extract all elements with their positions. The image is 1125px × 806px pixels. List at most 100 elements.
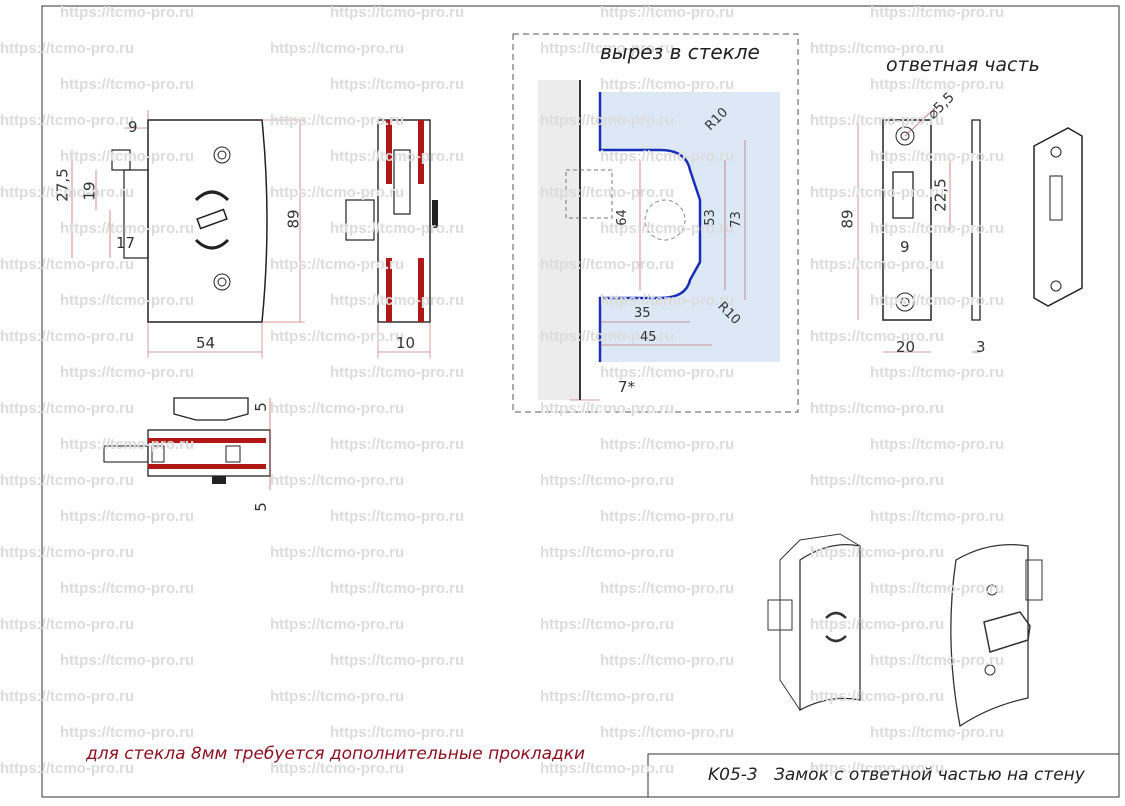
watermark-text: https://tcmo-pro.ru bbox=[810, 760, 945, 777]
watermark-text: https://tcmo-pro.ru bbox=[870, 652, 1005, 669]
dim-53: 53 bbox=[702, 209, 718, 226]
watermark-text: https://tcmo-pro.ru bbox=[270, 616, 405, 633]
top-view bbox=[103, 397, 271, 490]
watermark-text: https://tcmo-pro.ru bbox=[270, 112, 405, 129]
title-block bbox=[647, 753, 1120, 798]
watermark-text: https://tcmo-pro.ru bbox=[810, 40, 945, 57]
dim-17: 17 bbox=[116, 234, 136, 252]
watermark-text: https://tcmo-pro.ru bbox=[0, 688, 135, 705]
watermark-text: https://tcmo-pro.ru bbox=[870, 436, 1005, 453]
watermark-text: https://tcmo-pro.ru bbox=[810, 544, 945, 561]
watermark-text: https://tcmo-pro.ru bbox=[330, 364, 465, 381]
product-name: Замок с ответной частью на стену bbox=[773, 765, 1085, 785]
watermark-text: https://tcmo-pro.ru bbox=[810, 400, 945, 417]
dim-89-strike: 89 bbox=[838, 209, 857, 229]
watermark-text: https://tcmo-pro.ru bbox=[600, 580, 735, 597]
watermark-text: https://tcmo-pro.ru bbox=[330, 724, 465, 741]
watermark-text: https://tcmo-pro.ru bbox=[270, 472, 405, 489]
watermark-text: https://tcmo-pro.ru bbox=[810, 688, 945, 705]
glass-cutout-label: вырез в стекле bbox=[600, 40, 760, 64]
watermark-text: https://tcmo-pro.ru bbox=[270, 40, 405, 57]
dim-73: 73 bbox=[728, 211, 744, 228]
product-code: K05-3 bbox=[708, 765, 758, 785]
watermark-text: https://tcmo-pro.ru bbox=[810, 112, 945, 129]
watermark-text: https://tcmo-pro.ru bbox=[0, 760, 135, 777]
watermark-text: https://tcmo-pro.ru bbox=[60, 220, 195, 237]
strike-plate-view bbox=[857, 107, 1083, 353]
watermark-text: https://tcmo-pro.ru bbox=[540, 256, 675, 273]
glass-8mm-note: для стекла 8мм требуется дополнительные … bbox=[86, 744, 586, 764]
watermark-text: https://tcmo-pro.ru bbox=[870, 580, 1005, 597]
watermark-text: https://tcmo-pro.ru bbox=[0, 472, 135, 489]
dim-5-bottom: 5 bbox=[251, 502, 270, 512]
watermark-text: https://tcmo-pro.ru bbox=[330, 292, 465, 309]
watermark-text: https://tcmo-pro.ru bbox=[270, 400, 405, 417]
dim-7: 7* bbox=[618, 378, 636, 396]
watermark-text: https://tcmo-pro.ru bbox=[810, 256, 945, 273]
glass-cutout-view bbox=[512, 33, 799, 413]
side-view bbox=[345, 119, 438, 358]
dim-35: 35 bbox=[634, 306, 651, 321]
watermark-text: https://tcmo-pro.ru bbox=[0, 40, 135, 57]
watermark-text: https://tcmo-pro.ru bbox=[540, 328, 675, 345]
watermark-text: https://tcmo-pro.ru bbox=[540, 40, 675, 57]
watermark-text: https://tcmo-pro.ru bbox=[0, 256, 135, 273]
sheet-frame bbox=[41, 5, 1120, 798]
watermark-text: https://tcmo-pro.ru bbox=[870, 292, 1005, 309]
watermark-text: https://tcmo-pro.ru bbox=[870, 724, 1005, 741]
watermark-text: https://tcmo-pro.ru bbox=[810, 328, 945, 345]
watermark-text: https://tcmo-pro.ru bbox=[0, 184, 135, 201]
watermark-text: https://tcmo-pro.ru bbox=[330, 76, 465, 93]
watermark-text: https://tcmo-pro.ru bbox=[0, 544, 135, 561]
watermark-text: https://tcmo-pro.ru bbox=[60, 436, 195, 453]
watermark-text: https://tcmo-pro.ru bbox=[330, 652, 465, 669]
watermark-text: https://tcmo-pro.ru bbox=[540, 616, 675, 633]
watermark-text: https://tcmo-pro.ru bbox=[60, 724, 195, 741]
watermark-text: https://tcmo-pro.ru bbox=[60, 4, 195, 21]
watermark-text: https://tcmo-pro.ru bbox=[870, 364, 1005, 381]
watermark-text: https://tcmo-pro.ru bbox=[270, 256, 405, 273]
dim-45: 45 bbox=[640, 330, 657, 345]
title-block-text: K05-3 Замок с ответной частью на стену bbox=[708, 765, 1085, 785]
watermark-text: https://tcmo-pro.ru bbox=[600, 148, 735, 165]
watermark-text: https://tcmo-pro.ru bbox=[540, 184, 675, 201]
watermark-text: https://tcmo-pro.ru bbox=[0, 112, 135, 129]
watermark-text: https://tcmo-pro.ru bbox=[330, 220, 465, 237]
watermark-text: https://tcmo-pro.ru bbox=[600, 4, 735, 21]
watermark-text: https://tcmo-pro.ru bbox=[600, 508, 735, 525]
watermark-text: https://tcmo-pro.ru bbox=[810, 184, 945, 201]
watermark-text: https://tcmo-pro.ru bbox=[330, 148, 465, 165]
dim-89: 89 bbox=[284, 209, 303, 229]
watermark-text: https://tcmo-pro.ru bbox=[330, 580, 465, 597]
watermark-text: https://tcmo-pro.ru bbox=[600, 436, 735, 453]
watermark-text: https://tcmo-pro.ru bbox=[270, 544, 405, 561]
watermark-text: https://tcmo-pro.ru bbox=[870, 76, 1005, 93]
watermark-text: https://tcmo-pro.ru bbox=[60, 364, 195, 381]
watermark-text: https://tcmo-pro.ru bbox=[330, 4, 465, 21]
iso-view-front bbox=[767, 533, 861, 712]
watermark-text: https://tcmo-pro.ru bbox=[0, 400, 135, 417]
watermark-text: https://tcmo-pro.ru bbox=[60, 580, 195, 597]
watermark-text: https://tcmo-pro.ru bbox=[60, 148, 195, 165]
watermark-text: https://tcmo-pro.ru bbox=[540, 400, 675, 417]
screw-icon bbox=[213, 146, 231, 164]
dim-54: 54 bbox=[196, 334, 216, 352]
watermark-text: https://tcmo-pro.ru bbox=[60, 76, 195, 93]
watermark-text: https://tcmo-pro.ru bbox=[540, 544, 675, 561]
watermark-text: https://tcmo-pro.ru bbox=[540, 760, 675, 777]
cutout-outline bbox=[598, 92, 702, 362]
dim-19: 19 bbox=[80, 181, 99, 201]
watermark-text: https://tcmo-pro.ru bbox=[600, 724, 735, 741]
watermark-text: https://tcmo-pro.ru bbox=[270, 688, 405, 705]
dim-20: 20 bbox=[896, 338, 916, 356]
watermark-text: https://tcmo-pro.ru bbox=[0, 328, 135, 345]
watermark-text: https://tcmo-pro.ru bbox=[0, 616, 135, 633]
dim-27-5: 27,5 bbox=[53, 168, 72, 202]
strike-part-label: ответная часть bbox=[886, 54, 1040, 76]
front-view bbox=[71, 110, 305, 358]
watermark-text: https://tcmo-pro.ru bbox=[870, 508, 1005, 525]
watermark-text: https://tcmo-pro.ru bbox=[540, 112, 675, 129]
watermark-text: https://tcmo-pro.ru bbox=[540, 688, 675, 705]
dim-10: 10 bbox=[396, 334, 416, 352]
